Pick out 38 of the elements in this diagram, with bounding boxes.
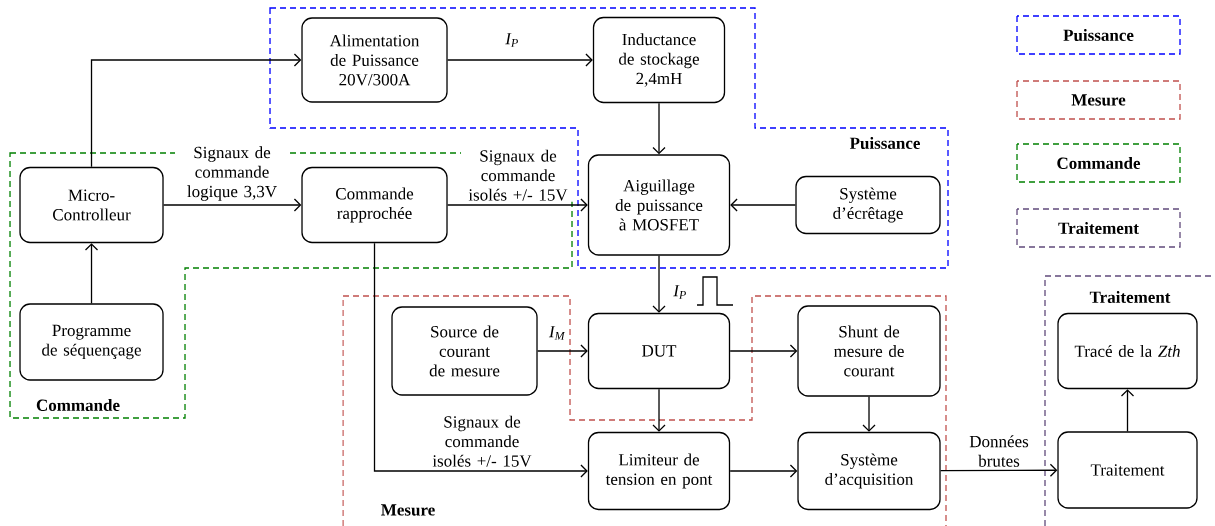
process-box: Aiguillage de puissance à MOSFET [587, 154, 731, 256]
process-box: Micro-Controlleur [19, 166, 164, 244]
arrow [652, 388, 666, 432]
arrow [652, 255, 666, 313]
arrow [1120, 389, 1135, 432]
legend-item: Commande [1016, 143, 1181, 183]
arrow [729, 344, 798, 358]
process-box: Programme de séquençage [19, 303, 164, 381]
arrow [373, 242, 588, 478]
process-box: Source de courant de mesure [391, 306, 538, 396]
arrow [447, 53, 593, 67]
arrow [729, 464, 798, 478]
arrow [652, 102, 666, 155]
process-box: Alimentation de Puissance 20V/300A [301, 17, 448, 103]
arrow [862, 396, 876, 432]
process-box: Traitement [1057, 431, 1198, 509]
arrow [84, 243, 99, 304]
arrow [163, 198, 302, 212]
process-box: Commande rapprochée [301, 166, 448, 244]
edge-label: Données brutes [958, 434, 1040, 468]
process-box: Shunt de mesure de courant [797, 305, 941, 397]
process-box: Système d’écrêtage [795, 175, 941, 235]
legend-item: Mesure [1016, 80, 1181, 120]
edge-label: Signaux de commande logique 3,3V [175, 145, 289, 202]
arrow [940, 463, 1058, 477]
process-box: Tracé de la Zth [1057, 312, 1198, 390]
edge-label: I$_{M}$ [547, 325, 567, 341]
arrow [537, 344, 588, 358]
arrow [447, 198, 588, 212]
edge-label: I$_{P}$ [504, 32, 520, 48]
legend-item: Puissance [1016, 15, 1181, 55]
arrow [730, 198, 796, 212]
process-box: Limiteur de tension en pont [587, 431, 731, 511]
arrow [90, 53, 302, 168]
legend-item: Traitement [1016, 208, 1181, 248]
edge-label: Signaux de commande isolés +/- 15V [461, 148, 575, 202]
process-box: Inductance de stockage 2,4mH [592, 16, 726, 104]
process-box: Système d’acquisition [797, 431, 941, 511]
